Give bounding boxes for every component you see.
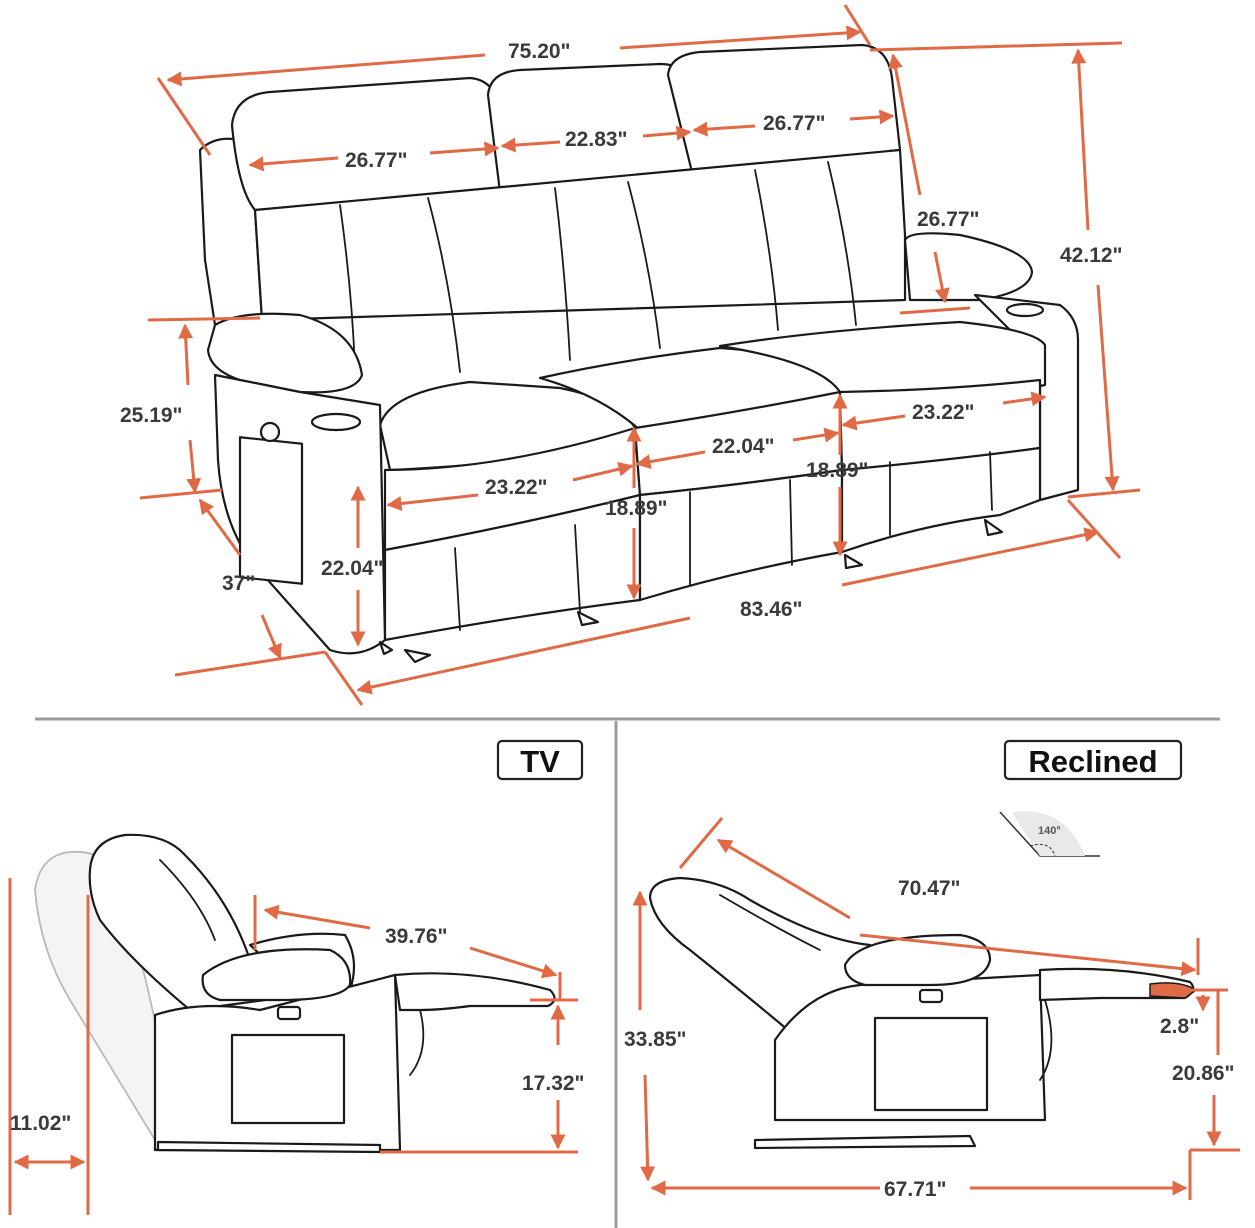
- label-reclined-footrest-thickness: 2.8": [1160, 1015, 1199, 1038]
- tv-footrest: [393, 972, 556, 1012]
- sofa-illustration: [198, 43, 1080, 664]
- label-back-side: 26.77": [917, 208, 980, 231]
- tv-panel: TV 39.76" 17.32" 11.02": [8, 739, 585, 1215]
- label-depth: 37": [222, 572, 255, 595]
- label-arm-height: 25.19": [120, 404, 183, 427]
- label-overall-width-bottom: 83.46": [740, 598, 803, 621]
- label-height: 42.12": [1060, 244, 1123, 267]
- side-pocket: [238, 436, 304, 585]
- reclined-tag: [1003, 739, 1183, 781]
- label-reclined-height: 33.85": [624, 1028, 687, 1051]
- label-headrest-right: 26.77": [763, 112, 826, 135]
- angle-wedge: [1012, 811, 1085, 856]
- label-tv-wall-clearance: 11.02": [10, 1112, 71, 1135]
- label-tv-footrest-height: 17.32": [522, 1072, 585, 1095]
- label-seat-right: 23.22": [912, 401, 975, 424]
- label-headrest-left: 26.77": [345, 149, 408, 172]
- seat-right: [718, 320, 1047, 394]
- top-dimension-lines: [139, 4, 1141, 706]
- reclined-pocket: [873, 1016, 989, 1112]
- reclined-panel: Reclined 140° 70.47" 33.85" 67.7: [624, 739, 1240, 1201]
- label-seat-middle: 22.04": [712, 435, 775, 458]
- tv-arm: [201, 948, 352, 1002]
- top-dimension-labels: 75.20" 26.77" 22.83" 26.77" 26.77" 42.12…: [120, 40, 1123, 621]
- label-seat-left: 23.22": [485, 476, 548, 499]
- reclined-arm: [843, 933, 992, 987]
- label-angle: 140°: [1038, 825, 1061, 837]
- label-reclined-floor-length: 67.71": [884, 1178, 947, 1201]
- right-arm: [903, 232, 1034, 302]
- label-reclined-length: 70.47": [898, 877, 961, 900]
- label-tv-length: 39.76": [385, 925, 448, 948]
- reclined-button: [918, 988, 944, 1004]
- left-arm: [206, 312, 364, 394]
- tv-tag-label: TV: [520, 744, 560, 779]
- recline-button: [259, 421, 281, 443]
- label-seat-height-left: 18.89": [605, 497, 668, 520]
- footrest-highlight: [1149, 982, 1198, 999]
- label-seat-height-right: 18.89": [806, 459, 869, 482]
- label-reclined-footrest-height: 20.86": [1172, 1062, 1235, 1085]
- reclined-tag-label: Reclined: [1028, 744, 1157, 779]
- left-cupholder: [310, 412, 362, 432]
- tv-button: [276, 1005, 302, 1021]
- right-cupholder: [1005, 302, 1045, 318]
- tv-pocket: [230, 1033, 346, 1125]
- label-overall-width-top: 75.20": [508, 40, 571, 63]
- label-seat-depth: 22.04": [321, 557, 384, 580]
- tv-tag: [496, 739, 584, 781]
- label-headrest-middle: 22.83": [565, 128, 628, 151]
- headrest-right: [666, 43, 902, 174]
